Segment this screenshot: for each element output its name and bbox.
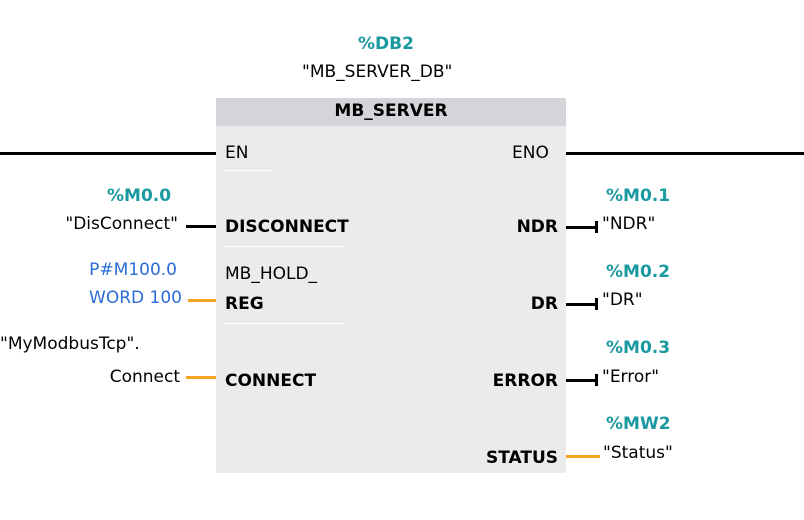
pin-mb-hold-reg-line1: MB_HOLD_	[225, 264, 318, 284]
instance-db-address: %DB2	[358, 34, 414, 54]
dr-wire[interactable]	[566, 303, 596, 306]
dr-tag[interactable]: "DR"	[602, 290, 643, 310]
disconnect-address: %M0.0	[107, 186, 172, 206]
mb-hold-reg-pointer-line1[interactable]: P#M100.0	[89, 260, 177, 280]
status-wire[interactable]	[566, 455, 600, 458]
connect-tag-line2[interactable]: Connect	[109, 367, 180, 387]
error-coil-marker	[595, 374, 598, 386]
pin-connect: CONNECT	[225, 371, 317, 391]
instance-db-name[interactable]: "MB_SERVER_DB"	[302, 62, 453, 82]
en-wire[interactable]	[0, 152, 216, 155]
function-block[interactable]	[216, 98, 566, 473]
connect-tag-line1[interactable]: "MyModbusTcp".	[0, 334, 140, 354]
pin-dr: DR	[530, 294, 558, 314]
status-tag[interactable]: "Status"	[603, 443, 673, 463]
ndr-address: %M0.1	[606, 186, 671, 206]
error-tag[interactable]: "Error"	[602, 367, 660, 387]
disconnect-wire[interactable]	[186, 225, 216, 228]
mb-hold-reg-wire[interactable]	[188, 299, 216, 302]
dr-address: %M0.2	[606, 262, 671, 282]
eno-wire[interactable]	[566, 152, 804, 155]
mb-hold-reg-pointer-line2[interactable]: WORD 100	[89, 288, 182, 308]
ndr-tag[interactable]: "NDR"	[602, 214, 656, 234]
ndr-wire[interactable]	[566, 226, 596, 229]
pin-disconnect: DISCONNECT	[225, 217, 349, 237]
pin-separator	[224, 170, 272, 171]
function-block-title: MB_SERVER	[334, 101, 448, 121]
error-wire[interactable]	[566, 379, 596, 382]
pin-separator	[224, 246, 344, 247]
pin-status: STATUS	[485, 448, 558, 468]
function-block-header[interactable]	[216, 98, 566, 126]
pin-separator	[224, 323, 344, 324]
pin-ndr: NDR	[516, 217, 558, 237]
pin-mb-hold-reg-line2: REG	[225, 294, 264, 314]
dr-coil-marker	[595, 298, 598, 310]
ndr-coil-marker	[595, 221, 598, 233]
error-address: %M0.3	[606, 338, 671, 358]
disconnect-tag[interactable]: "DisConnect"	[65, 214, 178, 234]
pin-en: EN	[225, 143, 249, 163]
pin-eno: ENO	[512, 143, 549, 163]
pin-error: ERROR	[492, 371, 558, 391]
status-address: %MW2	[606, 414, 671, 434]
connect-wire[interactable]	[186, 376, 216, 379]
